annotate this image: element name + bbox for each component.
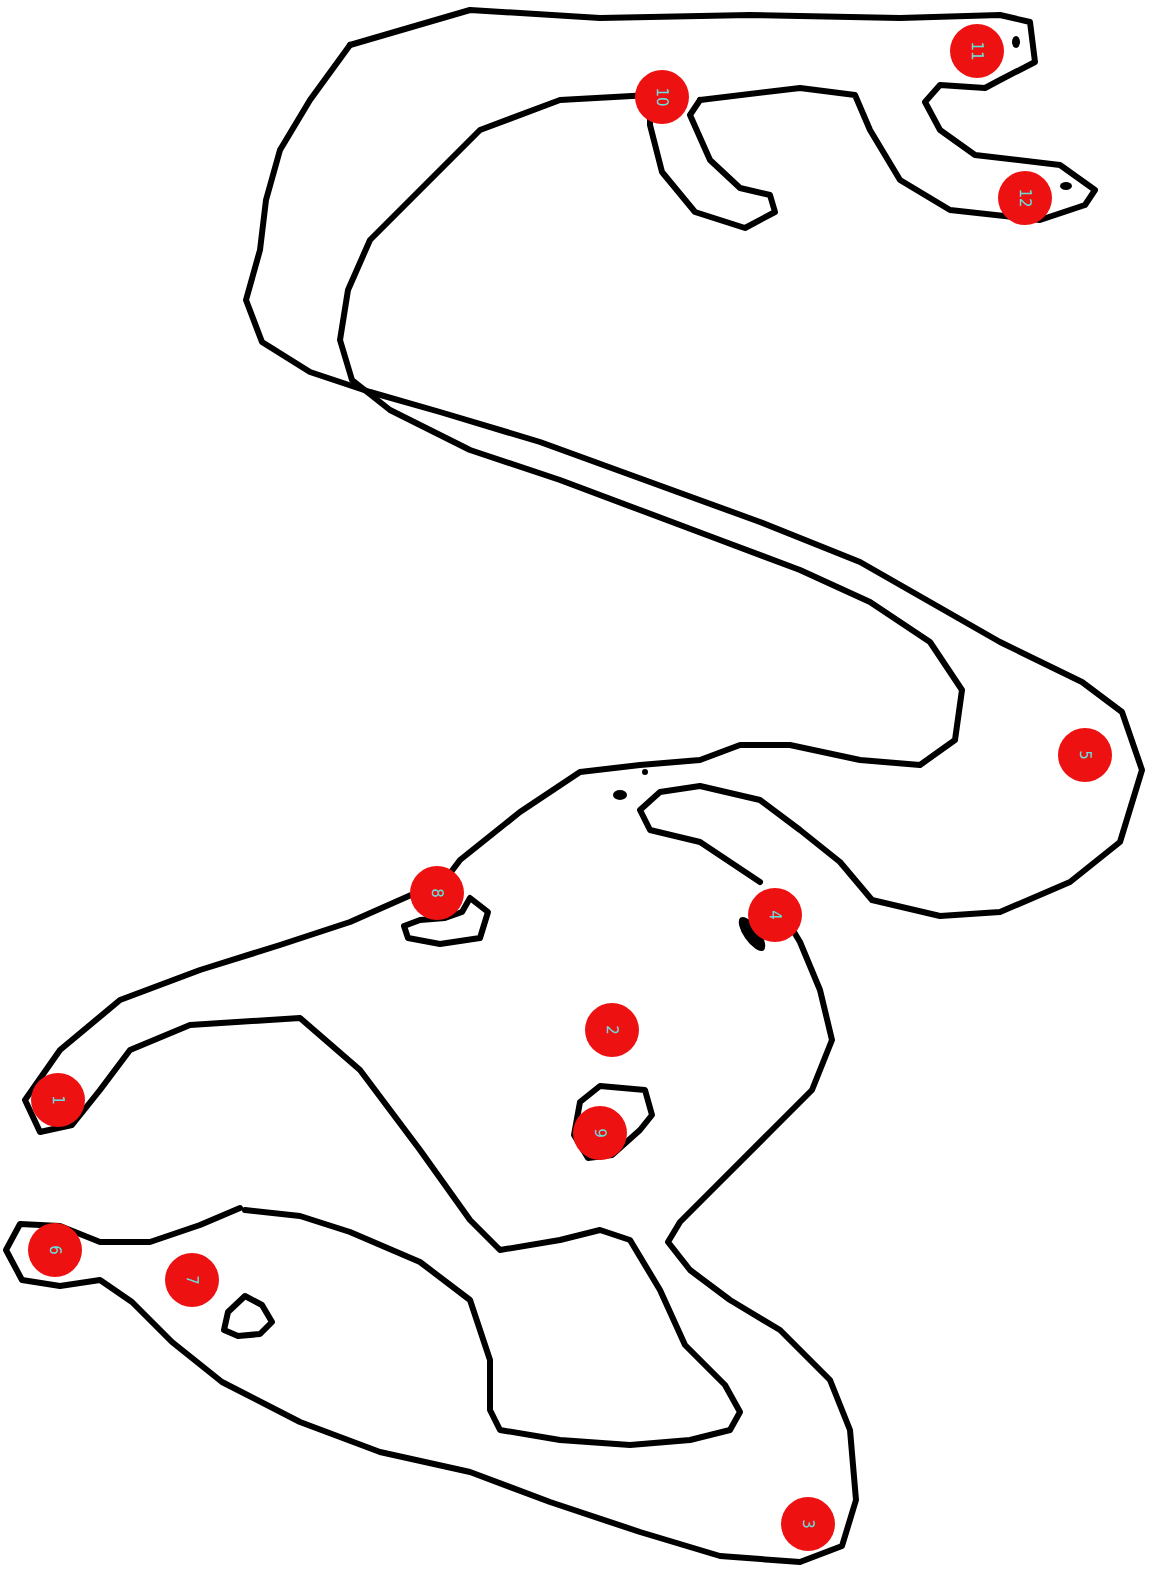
callout-number: 3 xyxy=(781,1497,835,1551)
callout-number: 12 xyxy=(998,171,1052,225)
right-lobe xyxy=(246,45,1142,916)
callout-number: 10 xyxy=(635,70,689,124)
callout-number: 4 xyxy=(748,888,802,942)
loop xyxy=(224,1296,272,1336)
small-dot xyxy=(1012,36,1020,48)
small-dot xyxy=(642,769,648,775)
callout-number: 9 xyxy=(573,1106,627,1160)
callout-number: 8 xyxy=(410,866,464,920)
callout-number: 2 xyxy=(585,1003,639,1057)
callout-number: 5 xyxy=(1058,728,1112,782)
outer-contour xyxy=(350,10,1095,220)
small-dot xyxy=(1060,182,1072,190)
lower-lobe xyxy=(6,912,856,1562)
callout-number: 1 xyxy=(31,1073,85,1127)
callout-number: 6 xyxy=(28,1223,82,1277)
small-dot xyxy=(613,790,627,800)
callout-number: 7 xyxy=(165,1253,219,1307)
band-inner-edge xyxy=(25,95,962,1445)
callout-number: 11 xyxy=(950,24,1004,78)
